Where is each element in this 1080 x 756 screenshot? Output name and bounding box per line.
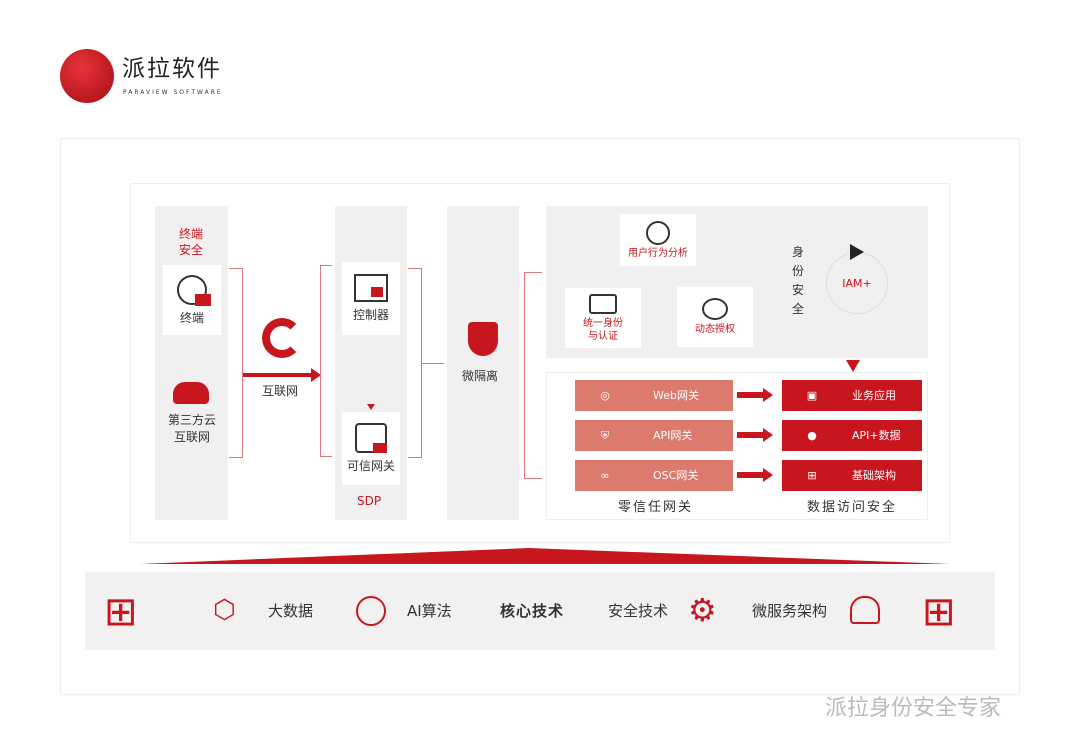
logo <box>60 49 114 103</box>
controller-icon <box>354 274 388 302</box>
users-icon <box>850 596 880 624</box>
arrow <box>737 388 773 402</box>
big-data-label: 大数据 <box>268 602 314 620</box>
diagram-panel <box>130 183 950 543</box>
trusted-gateway-label: 可信网关 <box>346 459 395 473</box>
clock-chart-icon <box>646 220 670 245</box>
zero-trust-gateway-title: 零信任网关 <box>618 500 694 515</box>
bracket-sdp-in <box>320 265 332 457</box>
hierarchy-icon-right: ⊞ <box>922 589 956 635</box>
arrow <box>737 468 773 482</box>
down-arrow-data <box>846 360 860 372</box>
id-card-icon <box>589 293 617 314</box>
core-tech-bar <box>85 572 995 650</box>
controller-label: 控制器 <box>352 308 389 322</box>
link-icon: ∞ <box>600 468 610 482</box>
dynamic-auth-label: 动态授权 <box>695 324 735 335</box>
security-tech-label: 安全技术 <box>608 602 669 620</box>
chat-bubble-icon <box>702 298 728 320</box>
trusted-gateway-card: 可信网关 <box>342 412 400 485</box>
infrastructure: ⊞基础架构 <box>782 460 922 491</box>
core-tech-label: 核心技术 <box>500 602 565 620</box>
api-data: ●API+数据 <box>782 420 922 451</box>
cloud-icon <box>173 382 209 404</box>
sdp-label: SDP <box>357 494 382 508</box>
outer-frame <box>60 138 1020 695</box>
ie-icon <box>262 318 302 358</box>
endpoint-column <box>155 206 228 520</box>
micro-segmentation-column <box>447 206 519 520</box>
gateway-panel <box>546 372 928 520</box>
micro-segmentation-label: 微隔离 <box>462 369 499 383</box>
gear-icon: ⚙ <box>688 591 717 629</box>
osc-gateway: ∞OSC网关 <box>575 460 733 491</box>
brand-subtitle: PARAVIEW SOFTWARE <box>123 89 223 96</box>
globe-icon: ◎ <box>600 388 610 402</box>
ai-algorithm-label: AI算法 <box>407 602 452 620</box>
internet-arrow <box>243 373 313 377</box>
gateway-router-icon <box>355 423 387 453</box>
bracket-right <box>524 272 542 479</box>
arrow <box>737 428 773 442</box>
iam-circle: IAM+ <box>826 252 888 314</box>
brand-name: 派拉软件 <box>122 56 222 82</box>
bigdata-icon: ⬡ <box>213 595 236 625</box>
identity-security-title: 身份安全 <box>791 245 804 316</box>
ai-head-icon <box>356 596 386 626</box>
unified-identity-label: 统一身份 与认证 <box>583 317 623 342</box>
data-access-title: 数据访问安全 <box>807 500 898 515</box>
hierarchy-icon-left: ⊞ <box>104 589 138 635</box>
play-icon <box>850 244 864 260</box>
shield-icon <box>468 322 498 356</box>
briefcase-icon: ▣ <box>806 388 818 402</box>
pulse-icon: ● <box>807 428 817 442</box>
controller-card: 控制器 <box>342 262 400 335</box>
connector <box>422 363 444 364</box>
terminal-card: 终端 <box>163 265 221 335</box>
bracket-sdp-out <box>408 268 422 458</box>
hierarchy-icon: ⊞ <box>807 468 817 482</box>
business-app: ▣业务应用 <box>782 380 922 411</box>
terminal-label: 终端 <box>179 310 204 325</box>
third-party-cloud-label: 第三方云 互联网 <box>167 413 216 444</box>
api-gateway: ⛨API网关 <box>575 420 733 451</box>
bracket-left <box>229 268 243 458</box>
microservice-label: 微服务架构 <box>752 602 828 620</box>
internet-label: 互联网 <box>262 384 299 398</box>
globe-monitor-icon <box>177 274 211 306</box>
dynamic-auth-card: 动态授权 <box>677 287 753 347</box>
behavior-analysis-label: 用户行为分析 <box>628 247 688 259</box>
endpoint-security-title: 终端安全 <box>178 227 203 257</box>
behavior-analysis-card: 用户行为分析 <box>620 214 696 266</box>
down-arrow <box>367 404 375 410</box>
arrow-head <box>311 368 321 382</box>
shield-plus-icon: ⛨ <box>600 428 610 442</box>
watermark: 派拉身份安全专家 <box>825 696 1002 721</box>
web-gateway: ◎Web网关 <box>575 380 733 411</box>
unified-identity-card: 统一身份 与认证 <box>565 288 641 348</box>
